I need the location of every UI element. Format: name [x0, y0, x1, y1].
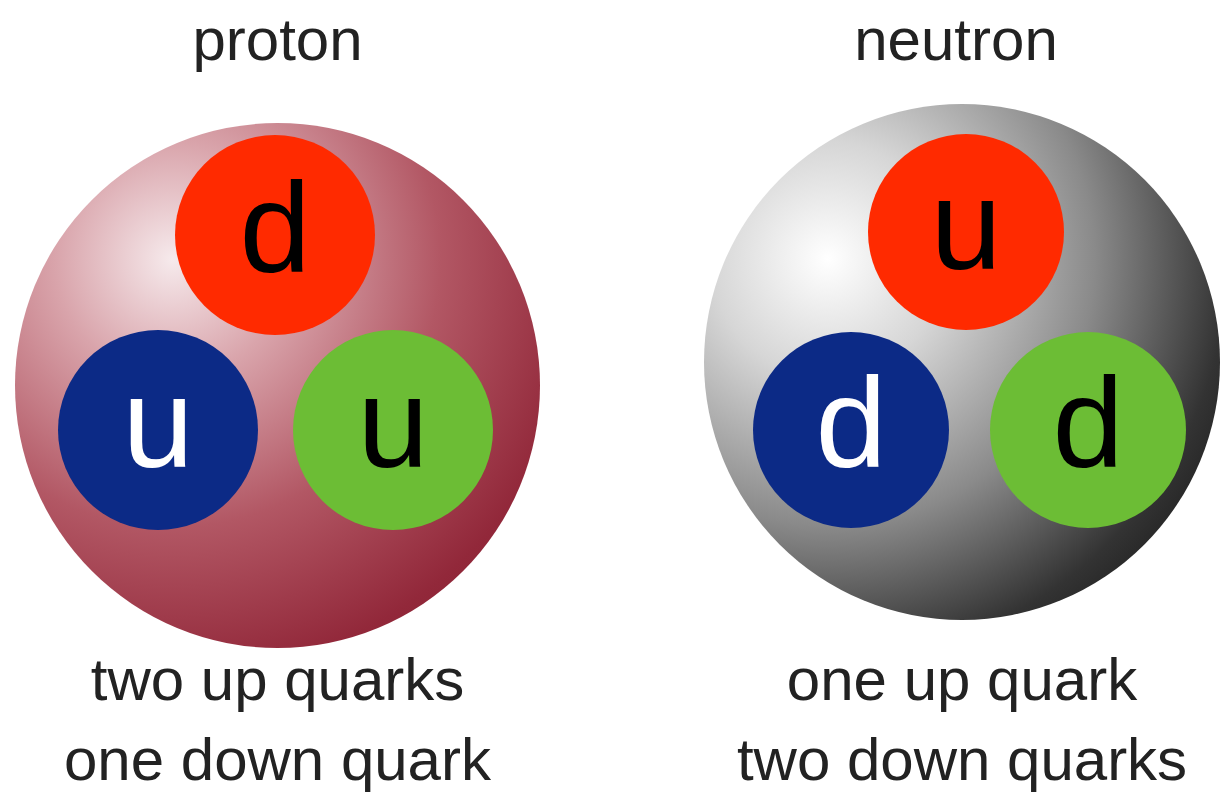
quark-letter: d: [239, 164, 310, 292]
quark-composition: one up quark two down quarks: [722, 640, 1202, 798]
particle-sphere: protontwo up quarks one down quarkduu: [15, 123, 540, 648]
quark-circle: u: [293, 330, 493, 530]
quark-composition: two up quarks one down quark: [38, 640, 518, 798]
particle-name: proton: [18, 5, 538, 75]
quark-circle: u: [58, 330, 258, 530]
quark-letter: d: [815, 359, 886, 487]
quark-circle: d: [753, 332, 949, 528]
quark-letter: d: [1052, 359, 1123, 487]
quark-letter: u: [357, 359, 428, 487]
quark-circle: u: [868, 134, 1064, 330]
particle-name: neutron: [696, 5, 1216, 75]
quark-letter: u: [122, 359, 193, 487]
quark-circle: d: [175, 135, 375, 335]
quark-letter: u: [930, 161, 1001, 289]
particle-sphere: neutronone up quark two down quarksudd: [704, 104, 1220, 620]
quark-circle: d: [990, 332, 1186, 528]
